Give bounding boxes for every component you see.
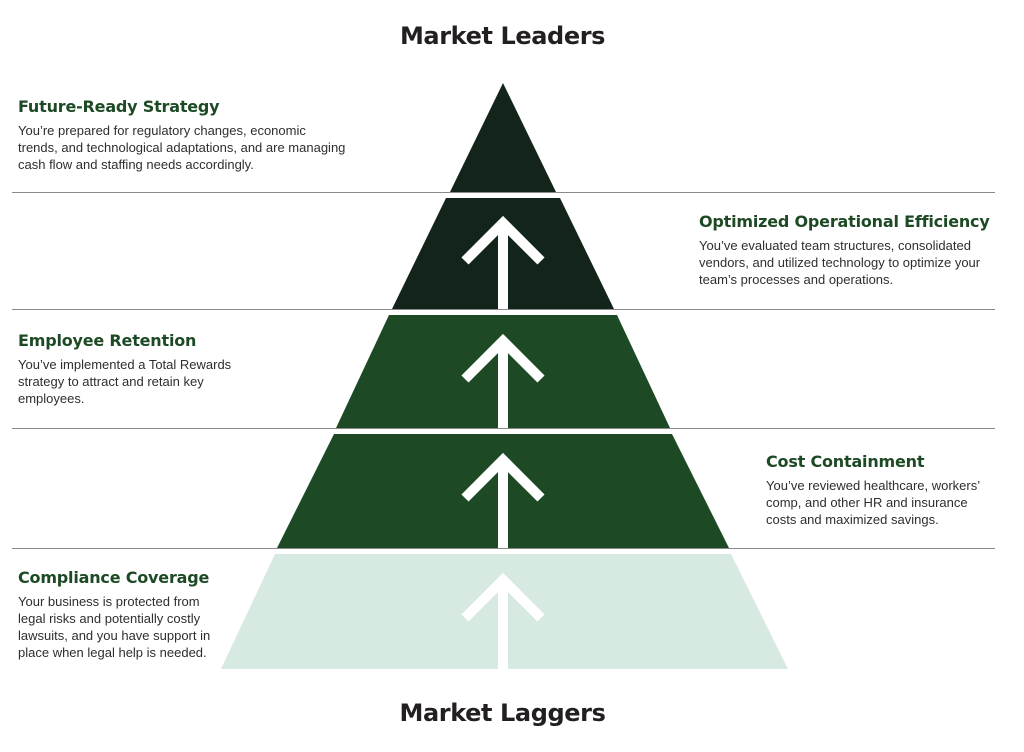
callout-title: Compliance Coverage xyxy=(18,568,210,587)
arrow-up-icon xyxy=(461,333,545,428)
market-laggers-heading: Market Laggers xyxy=(399,699,606,727)
callout-description: You’ve reviewed healthcare, workers’ com… xyxy=(766,478,980,527)
callout-cost-containment: Cost Containment You’ve reviewed healthc… xyxy=(766,452,996,528)
divider-line xyxy=(12,548,995,549)
callout-employee-retention: Employee Retention You’ve implemented a … xyxy=(18,331,258,407)
callout-compliance-coverage: Compliance Coverage Your business is pro… xyxy=(18,568,228,661)
callout-description: You’ve evaluated team structures, consol… xyxy=(699,238,981,287)
callout-title: Employee Retention xyxy=(18,331,197,350)
callout-optimized-operational-efficiency: Optimized Operational Efficiency You’ve … xyxy=(699,212,999,288)
arrow-up-icon xyxy=(461,215,545,309)
divider-line xyxy=(12,309,995,310)
callout-title: Optimized Operational Efficiency xyxy=(699,212,990,231)
callout-title: Future-Ready Strategy xyxy=(18,97,220,116)
pyramid-tier-future-ready xyxy=(450,83,556,192)
arrow-up-icon xyxy=(461,452,545,548)
arrow-up-icon xyxy=(461,572,545,669)
divider-line xyxy=(12,428,995,429)
divider-line xyxy=(12,192,995,193)
callout-description: Your business is protected from legal ri… xyxy=(18,594,211,660)
callout-description: You’ve implemented a Total Rewards strat… xyxy=(18,357,232,406)
market-leaders-heading: Market Leaders xyxy=(399,22,606,50)
callout-title: Cost Containment xyxy=(766,452,925,471)
callout-description: You’re prepared for regulatory changes, … xyxy=(18,123,346,172)
callout-future-ready-strategy: Future-Ready Strategy You’re prepared fo… xyxy=(18,97,348,173)
